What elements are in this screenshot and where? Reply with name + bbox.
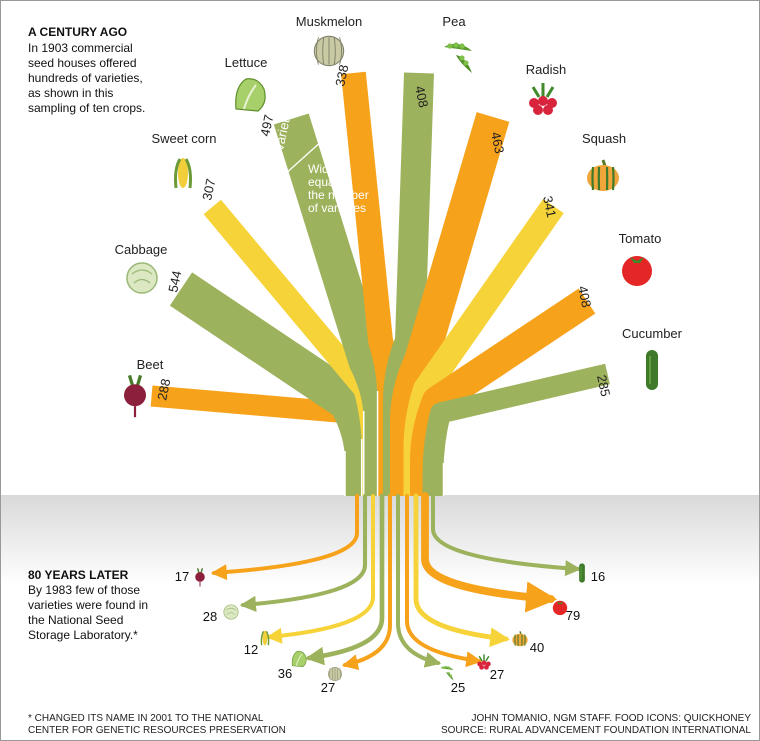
root-pea bbox=[396, 494, 442, 668]
root-sweet-corn bbox=[265, 494, 375, 644]
crop-label-sweet-corn: Sweet corn bbox=[151, 131, 216, 146]
value-1903-tomato: 408 bbox=[575, 285, 594, 309]
value-1983-lettuce: 36 bbox=[278, 666, 292, 681]
source: SOURCE: RURAL ADVANCEMENT FOUNDATION INT… bbox=[440, 725, 751, 736]
value-1983-sweet-corn: 12 bbox=[244, 642, 258, 657]
root-lettuce bbox=[305, 493, 385, 666]
cucumber-icon bbox=[646, 350, 658, 390]
value-1903-sweet-corn: 307 bbox=[199, 177, 218, 201]
value-1983-squash: 40 bbox=[530, 640, 544, 655]
sweet-corn-icon bbox=[174, 158, 192, 189]
value-1903-squash: 341 bbox=[540, 195, 559, 219]
cabbage-icon bbox=[126, 262, 158, 294]
value-1983-pea: 25 bbox=[451, 680, 465, 695]
value-1983-radish: 27 bbox=[490, 667, 504, 682]
footnote: * CHANGED ITS NAME IN 2001 TO THE NATION… bbox=[28, 713, 286, 736]
muskmelon-icon bbox=[328, 667, 342, 681]
radish-icon bbox=[477, 654, 491, 670]
crop-label-lettuce: Lettuce bbox=[225, 55, 268, 70]
crop-label-squash: Squash bbox=[582, 131, 626, 146]
tomato-icon bbox=[622, 256, 652, 286]
crop-label-radish: Radish bbox=[526, 62, 566, 77]
lettuce-icon bbox=[235, 78, 266, 112]
muskmelon-icon bbox=[313, 35, 345, 67]
root-cabbage bbox=[239, 493, 368, 613]
crop-label-beet: Beet bbox=[137, 357, 164, 372]
value-1903-cabbage: 544 bbox=[165, 269, 184, 293]
value-1983-beet: 17 bbox=[175, 569, 189, 584]
value-1983-tomato: 79 bbox=[566, 608, 580, 623]
branch-beet bbox=[150, 385, 368, 496]
sweet-corn-icon bbox=[260, 630, 270, 646]
value-1903-pea: 408 bbox=[412, 85, 431, 109]
squash-icon bbox=[512, 631, 528, 647]
lettuce-icon bbox=[291, 650, 307, 668]
cabbage-icon bbox=[223, 604, 239, 620]
radish-icon bbox=[529, 83, 557, 115]
root-radish bbox=[405, 494, 483, 668]
past-text: In 1903 commercial seed houses offered h… bbox=[28, 41, 146, 115]
pea-icon bbox=[444, 42, 472, 73]
value-1903-lettuce: 497 bbox=[257, 113, 276, 137]
root-squash bbox=[413, 493, 510, 648]
cucumber-icon bbox=[579, 563, 585, 583]
crop-label-muskmelon: Muskmelon bbox=[296, 14, 362, 29]
present-title: 80 YEARS LATER bbox=[28, 568, 129, 582]
root-tomato bbox=[421, 492, 558, 613]
beet-icon bbox=[195, 568, 205, 587]
value-1903-muskmelon: 338 bbox=[332, 63, 351, 87]
value-1903-radish: 463 bbox=[488, 131, 507, 155]
value-1983-cabbage: 28 bbox=[203, 609, 217, 624]
credit: JOHN TOMANIO, NGM STAFF. FOOD ICONS: QUI… bbox=[471, 713, 751, 724]
root-muskmelon bbox=[341, 494, 392, 671]
past-title: A CENTURY AGO bbox=[28, 25, 128, 39]
root-cucumber bbox=[431, 494, 582, 577]
value-1903-cucumber: 285 bbox=[594, 374, 613, 398]
pea-icon bbox=[440, 665, 454, 681]
value-1983-muskmelon: 27 bbox=[321, 680, 335, 695]
value-1983-cucumber: 16 bbox=[591, 569, 605, 584]
present-text: By 1983 few of those varieties were foun… bbox=[28, 583, 149, 642]
root-beet bbox=[210, 494, 359, 581]
tomato-icon bbox=[552, 600, 568, 616]
squash-icon bbox=[587, 159, 619, 191]
beet-icon bbox=[124, 374, 146, 418]
value-1903-beet: 288 bbox=[154, 377, 173, 401]
crop-label-pea: Pea bbox=[442, 14, 466, 29]
crop-label-cabbage: Cabbage bbox=[115, 242, 168, 257]
crop-label-cucumber: Cucumber bbox=[622, 326, 683, 341]
branch-cucumber bbox=[422, 363, 610, 496]
crop-label-tomato: Tomato bbox=[619, 231, 662, 246]
